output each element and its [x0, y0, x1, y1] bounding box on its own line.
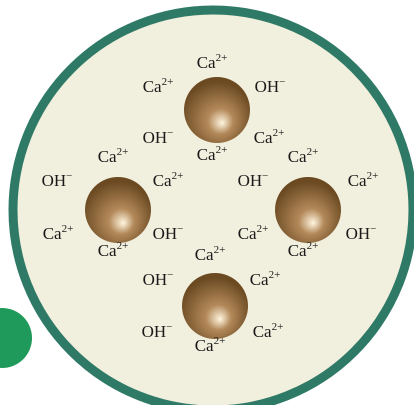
ion-symbol: Ca — [250, 270, 269, 289]
ion-symbol: Ca — [288, 241, 307, 260]
ion-charge: 2+ — [367, 170, 379, 182]
hydroxide-ion-label-top-2: OH− — [255, 76, 286, 96]
ion-charge: 2+ — [216, 52, 228, 64]
ion-charge: 2+ — [62, 223, 74, 235]
particle-left — [85, 177, 151, 243]
calcium-ion-label-right-5: Ca2+ — [288, 240, 319, 260]
calcium-ion-label-right-3: Ca2+ — [238, 223, 269, 243]
particle-top — [184, 77, 250, 143]
ion-charge: 2+ — [307, 240, 319, 252]
ion-charge: − — [167, 127, 173, 139]
ion-charge: 2+ — [273, 127, 285, 139]
ion-symbol: Ca — [348, 171, 367, 190]
calcium-ion-label-right-0: Ca2+ — [288, 146, 319, 166]
ion-symbol: Ca — [98, 147, 117, 166]
ion-labels-layer: Ca2+Ca2+OH−OH−Ca2+Ca2+Ca2+OH−Ca2+Ca2+OH−… — [42, 52, 379, 355]
hydroxide-ion-label-right-4: OH− — [346, 223, 377, 243]
calcium-ion-label-bottom-2: Ca2+ — [250, 269, 281, 289]
ion-symbol: Ca — [143, 77, 162, 96]
ion-symbol: OH — [153, 224, 178, 243]
hydroxide-ion-label-bottom-3: OH− — [142, 321, 173, 341]
ion-charge: 2+ — [214, 244, 226, 256]
ion-symbol: Ca — [197, 145, 216, 164]
particles-layer — [85, 77, 341, 339]
ion-symbol: Ca — [197, 53, 216, 72]
calcium-ion-label-left-3: Ca2+ — [43, 223, 74, 243]
ion-charge: − — [279, 76, 285, 88]
ion-charge: 2+ — [162, 76, 174, 88]
calcium-ion-label-bottom-0: Ca2+ — [195, 244, 226, 264]
ion-charge: 2+ — [269, 269, 281, 281]
ion-symbol: Ca — [195, 336, 214, 355]
ion-charge: 2+ — [272, 321, 284, 333]
calcium-ion-label-top-0: Ca2+ — [197, 52, 228, 72]
hydroxide-ion-label-top-3: OH− — [143, 127, 174, 147]
green-accent-disc — [0, 308, 32, 368]
ion-symbol: OH — [142, 322, 167, 341]
ion-symbol: OH — [42, 171, 67, 190]
ion-symbol: OH — [346, 224, 371, 243]
ion-charge: 2+ — [257, 223, 269, 235]
ion-charge: 2+ — [172, 170, 184, 182]
hydroxide-ion-label-right-1: OH− — [238, 170, 269, 190]
ion-charge: − — [66, 170, 72, 182]
hydroxide-ion-label-bottom-1: OH− — [143, 269, 174, 289]
ion-symbol: OH — [143, 270, 168, 289]
ion-symbol: Ca — [288, 147, 307, 166]
particle-right — [275, 177, 341, 243]
ion-symbol: Ca — [98, 241, 117, 260]
ion-charge: − — [177, 223, 183, 235]
ion-charge: 2+ — [307, 146, 319, 158]
ion-symbol: Ca — [254, 128, 273, 147]
calcium-ion-label-right-2: Ca2+ — [348, 170, 379, 190]
calcium-ion-label-bottom-5: Ca2+ — [253, 321, 284, 341]
calcium-ion-label-left-2: Ca2+ — [153, 170, 184, 190]
ion-charge: − — [167, 269, 173, 281]
ion-charge: 2+ — [117, 146, 129, 158]
ion-charge: 2+ — [216, 144, 228, 156]
ion-charge: − — [166, 321, 172, 333]
solution-dish — [8, 5, 414, 410]
ion-symbol: Ca — [43, 224, 62, 243]
ion-charge: 2+ — [117, 240, 129, 252]
calcium-ion-label-bottom-4: Ca2+ — [195, 335, 226, 355]
ion-symbol: OH — [238, 171, 263, 190]
ion-symbol: Ca — [195, 245, 214, 264]
ion-symbol: Ca — [238, 224, 257, 243]
calcium-ion-label-top-4: Ca2+ — [197, 144, 228, 164]
calcium-ion-label-left-5: Ca2+ — [98, 240, 129, 260]
hydroxide-ion-label-left-4: OH− — [153, 223, 184, 243]
ion-charge: 2+ — [214, 335, 226, 347]
ion-symbol: Ca — [153, 171, 172, 190]
particle-bottom — [182, 273, 248, 339]
ion-charge: − — [370, 223, 376, 235]
ion-symbol: Ca — [253, 322, 272, 341]
calcium-ion-label-top-5: Ca2+ — [254, 127, 285, 147]
ion-symbol: OH — [255, 77, 280, 96]
calcium-ion-label-left-0: Ca2+ — [98, 146, 129, 166]
ion-charge: − — [262, 170, 268, 182]
ion-symbol: OH — [143, 128, 168, 147]
hydroxide-ion-label-left-1: OH− — [42, 170, 73, 190]
calcium-ion-label-top-1: Ca2+ — [143, 76, 174, 96]
